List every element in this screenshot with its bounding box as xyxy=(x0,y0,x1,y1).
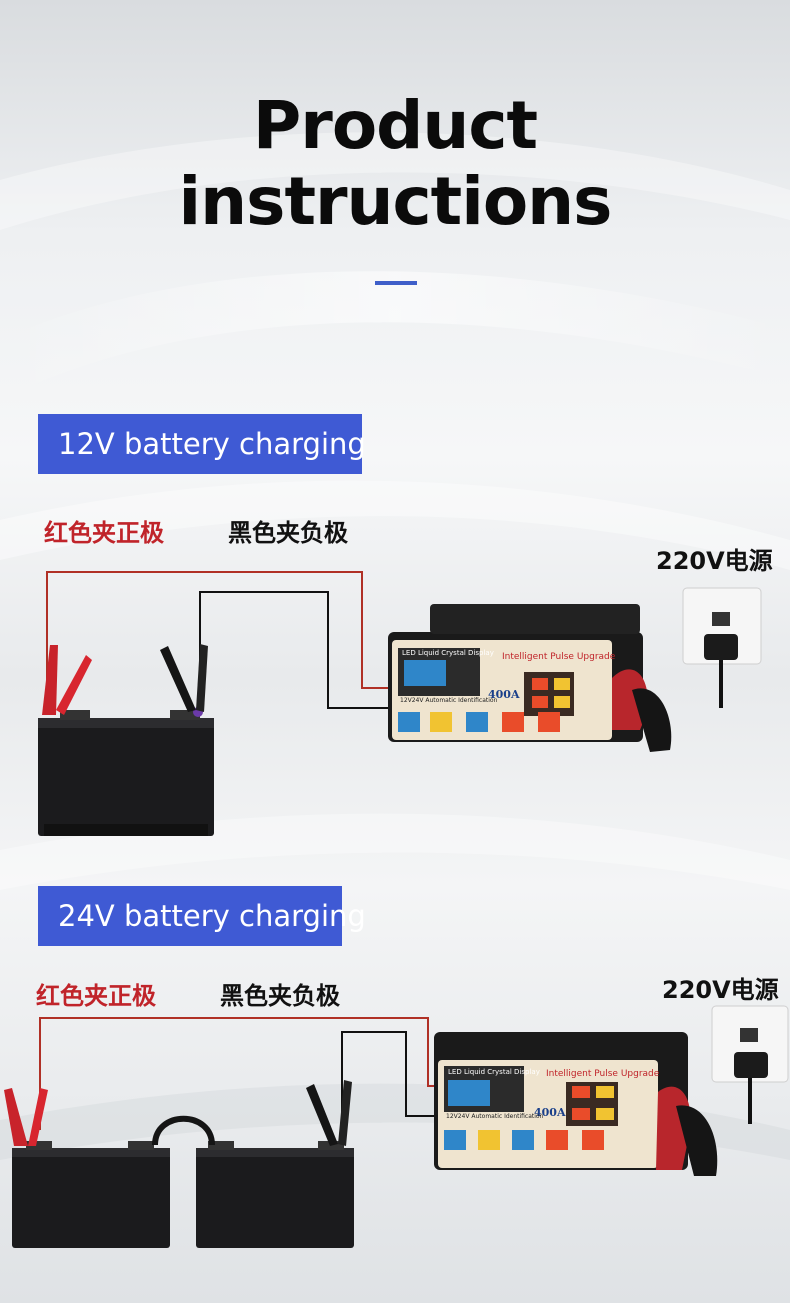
page-title-line2: instructions xyxy=(178,163,613,240)
section-banner-24v: 24V battery charging xyxy=(38,886,366,946)
power-outlet-icon xyxy=(682,587,762,708)
negative-clamp-label: 黑色夹负极 xyxy=(228,519,348,547)
charger-auto-text: 12V24V Automatic Identification xyxy=(400,697,498,704)
black-clamp-icon xyxy=(160,644,208,712)
power-outlet-icon-24v xyxy=(711,1005,789,1124)
battery-icon xyxy=(38,707,214,836)
charger-brand-text: Intelligent Pulse Upgrade xyxy=(502,652,616,662)
jumper-cable-icon xyxy=(152,1115,215,1146)
red-clamp-icon-24v xyxy=(4,1088,48,1146)
charger-auto-text-24v: 12V24V Automatic Identification xyxy=(446,1113,544,1120)
charger-device-24v: LED Liquid Crystal Display Intelligent P… xyxy=(434,1032,718,1176)
title-underline xyxy=(375,281,417,285)
charger-amperage: 400A xyxy=(488,688,520,701)
power-source-label-24v: 220V电源 xyxy=(662,976,779,1004)
power-source-label: 220V电源 xyxy=(656,547,773,575)
charger-display-title: LED Liquid Crystal Display xyxy=(402,649,494,657)
black-clamp-icon-24v xyxy=(306,1080,352,1146)
battery-icon-2 xyxy=(196,1141,354,1248)
page-title-line1: Product xyxy=(252,87,538,164)
wiring-diagram-24v: LED Liquid Crystal Display Intelligent P… xyxy=(4,1005,789,1248)
section-banner-12v: 12V battery charging xyxy=(38,414,366,474)
charger-device: LED Liquid Crystal Display Intelligent P… xyxy=(388,604,672,752)
charger-brand-text-24v: Intelligent Pulse Upgrade xyxy=(546,1069,660,1079)
charger-amperage-24v: 400A xyxy=(534,1106,566,1119)
red-clamp-icon xyxy=(42,645,92,715)
charger-display-title-24v: LED Liquid Crystal Display xyxy=(448,1068,540,1076)
battery-icon-1 xyxy=(12,1141,170,1248)
positive-clamp-label-24v: 红色夹正极 xyxy=(36,982,156,1010)
negative-clamp-label-24v: 黑色夹负极 xyxy=(220,982,340,1010)
wiring-diagram-12v: LED Liquid Crystal Display Intelligent P… xyxy=(38,571,762,836)
positive-clamp-label: 红色夹正极 xyxy=(44,519,164,547)
